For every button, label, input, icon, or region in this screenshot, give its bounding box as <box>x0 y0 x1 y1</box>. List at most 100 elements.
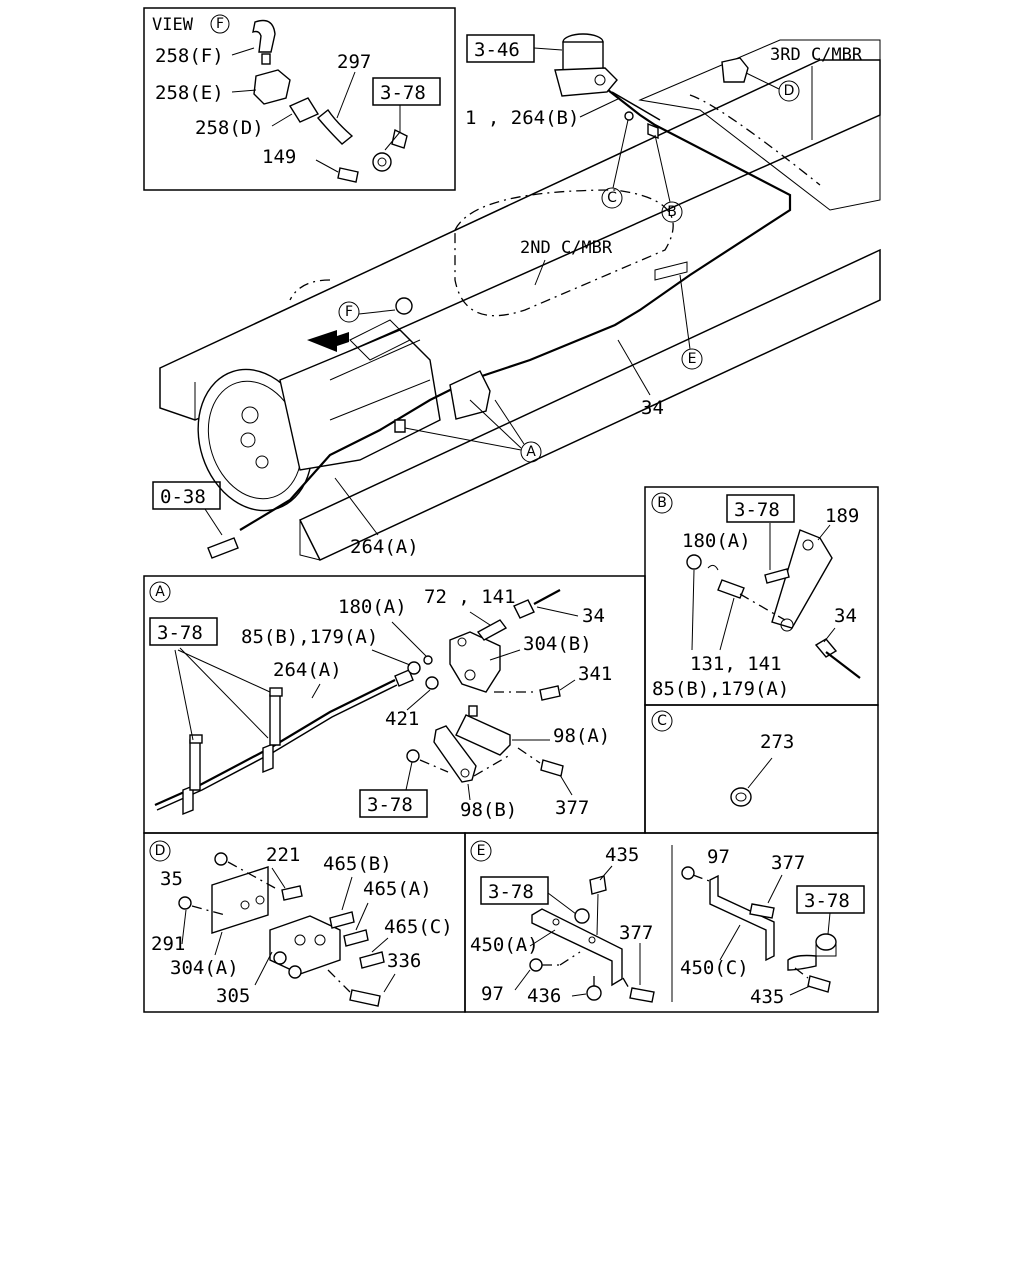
elbow-fitting <box>252 19 276 53</box>
callout-f: F <box>338 301 396 323</box>
detail-c-circle: C <box>657 713 667 729</box>
bracket-304a <box>211 866 269 934</box>
detail-e-ref2: 3-78 <box>804 890 850 912</box>
callout-d: D <box>721 57 800 102</box>
detail-e-ref1: 3-78 <box>488 881 534 903</box>
label-305: 305 <box>216 985 250 1007</box>
label-35: 35 <box>160 868 183 890</box>
svg-text:D: D <box>784 83 795 99</box>
view-f-circle <box>210 14 230 34</box>
callout-a: A <box>404 399 542 463</box>
label-258f: 258(F) <box>155 45 224 67</box>
label-189: 189 <box>825 505 859 527</box>
svg-text:B: B <box>667 204 677 220</box>
bracket-98a <box>455 714 511 756</box>
label-377-e: 377 <box>619 922 653 944</box>
detail-b: B 3-78 189 180(A) 34 131, 141 85(B),179(… <box>644 486 879 706</box>
label-85b-179a-b: 85(B),179(A) <box>652 678 789 700</box>
detail-a-ref2-box <box>359 789 428 818</box>
detail-d-circle: D <box>155 843 166 859</box>
label-34: 34 <box>641 397 664 419</box>
detail-e-ref2-box <box>796 885 865 914</box>
label-435: 435 <box>605 844 639 866</box>
tee-fitting <box>253 69 291 105</box>
bracket-304b <box>449 631 501 693</box>
view-f-ref: 3-78 <box>380 82 426 104</box>
label-377-right: 377 <box>771 852 805 874</box>
svg-text:F: F <box>345 304 353 320</box>
connector-fitting <box>288 97 320 123</box>
callout-e: E <box>679 274 703 370</box>
detail-b-ref-box <box>726 494 795 523</box>
detail-a-ref1-box <box>149 617 218 646</box>
label-465c: 465(C) <box>384 916 453 938</box>
frame-rail-right <box>298 248 881 561</box>
view-f-inset: VIEW F 258(F) 258(E) 258(D) 297 149 3-78 <box>143 7 456 191</box>
valve-305 <box>269 915 341 975</box>
detail-a-ref2: 3-78 <box>367 794 413 816</box>
view-f-title: VIEW <box>152 15 194 35</box>
bracket-98b <box>433 725 477 783</box>
svg-text:E: E <box>688 351 697 367</box>
ref-box-0-38 <box>152 481 221 510</box>
callout-c: C <box>601 119 629 209</box>
air-dryer <box>554 33 618 97</box>
label-98b: 98(B) <box>460 799 517 821</box>
label-465b: 465(B) <box>323 853 392 875</box>
label-435-right: 435 <box>750 986 784 1008</box>
detail-c-frame <box>644 704 879 834</box>
detail-b-ref: 3-78 <box>734 499 780 521</box>
bracket-189 <box>771 529 833 629</box>
grommet-273 <box>730 787 752 807</box>
detail-a: A 3-78 3-78 180(A) 72 , 141 34 85(B),179… <box>143 575 646 834</box>
ref-3-46: 3-46 <box>474 39 520 61</box>
label-180a: 180(A) <box>338 596 407 618</box>
callout-b: B <box>654 134 683 223</box>
bolt-149 <box>337 167 359 183</box>
ref-0-38: 0-38 <box>160 486 206 508</box>
label-336: 336 <box>387 950 421 972</box>
label-34-b: 34 <box>834 605 857 627</box>
detail-e: E 3-78 3-78 435 97 377 450(A) 377 97 436… <box>464 832 879 1013</box>
detail-e-circle: E <box>477 843 486 859</box>
detail-a-ref1: 3-78 <box>157 622 203 644</box>
detail-c: C 273 <box>644 704 879 834</box>
label-85b-179a: 85(B),179(A) <box>241 626 378 648</box>
main-frame-view: 3-46 0-38 3RD C/MBR 2ND C/MBR 1 , 264(B)… <box>152 33 881 561</box>
svg-text:C: C <box>607 190 617 206</box>
label-273: 273 <box>760 731 794 753</box>
label-465a: 465(A) <box>363 878 432 900</box>
label-341: 341 <box>578 663 612 685</box>
label-98a: 98(A) <box>553 725 610 747</box>
label-377-a: 377 <box>555 797 589 819</box>
label-1-264b: 1 , 264(B) <box>465 107 579 129</box>
label-180a-b: 180(A) <box>682 530 751 552</box>
view-f-frame <box>143 7 456 191</box>
detail-a-circle: A <box>155 584 165 600</box>
view-f-circle-letter: F <box>216 16 224 32</box>
label-291: 291 <box>151 933 185 955</box>
hose-297 <box>317 108 354 145</box>
bracket-450c <box>709 874 775 962</box>
label-34-a: 34 <box>582 605 605 627</box>
bracket-450a <box>531 908 623 987</box>
label-436: 436 <box>527 985 561 1007</box>
third-cross-member <box>638 39 881 211</box>
label-72-141: 72 , 141 <box>424 586 516 608</box>
label-131-141: 131, 141 <box>690 653 782 675</box>
label-264a: 264(A) <box>350 536 419 558</box>
label-297: 297 <box>337 51 371 73</box>
second-cross-member <box>454 189 674 317</box>
label-264a-a: 264(A) <box>273 659 342 681</box>
detail-b-circle: B <box>657 495 667 511</box>
label-304b: 304(B) <box>523 633 592 655</box>
label-421: 421 <box>385 708 419 730</box>
label-221: 221 <box>266 844 300 866</box>
label-450a: 450(A) <box>470 934 539 956</box>
label-3rd-cmbr: 3RD C/MBR <box>770 45 863 65</box>
label-2nd-cmbr: 2ND C/MBR <box>520 238 613 258</box>
detail-e-ref1-box <box>480 876 549 905</box>
view-f-ref-box <box>372 77 441 106</box>
label-258d: 258(D) <box>195 117 264 139</box>
